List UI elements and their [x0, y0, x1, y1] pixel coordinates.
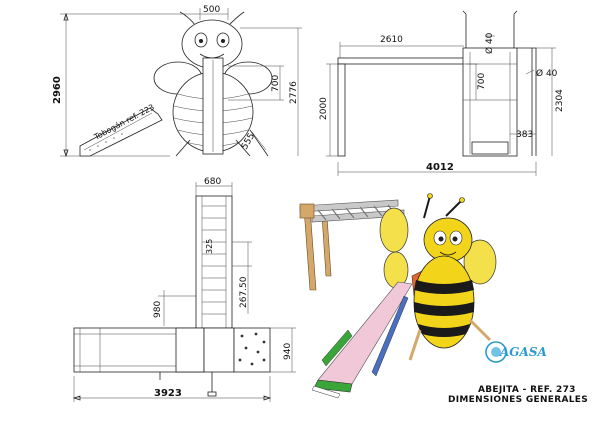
dim-side-total-height: 2304: [555, 89, 565, 112]
dim-top-platform-depth: 940: [283, 343, 293, 360]
side-view: 2610 Ø 40 Ø 40 700 2000 2304 383: [319, 10, 565, 176]
agasa-logo: AGASA: [485, 341, 547, 363]
render-wing-right: [463, 239, 497, 285]
pupil-left: [199, 39, 203, 43]
monkey-bar-top: [337, 57, 471, 65]
dim-front-body-height: 2776: [289, 81, 299, 104]
dim-side-slide-width: 383: [516, 130, 533, 140]
render-3d: AGASA ABEJITA - REF. 273 DIMENSIONES GEN…: [299, 193, 588, 405]
render-slide-blue-rail: [371, 295, 409, 377]
render-post-back: [321, 215, 332, 277]
dim-side-tower-section: 700: [477, 73, 487, 90]
dim-top-base-width: 980: [153, 301, 163, 318]
dim-side-post-height: 2000: [319, 97, 329, 120]
dim-side-pipe-2: Ø 40: [536, 68, 558, 79]
top-ladder: [195, 195, 233, 329]
side-slide-exit: [471, 141, 509, 155]
top-platform: [203, 327, 235, 373]
antenna-right: [227, 11, 245, 27]
side-post-left: [337, 63, 346, 157]
render-slide-bed: [317, 281, 413, 385]
dim-front-ladder-section: 700: [271, 75, 281, 92]
logo-text: AGASA: [499, 345, 547, 359]
dim-top-step-spacing: 267.50: [239, 276, 249, 308]
pupil-right: [221, 39, 225, 43]
dim-side-bar-length: 2610: [380, 35, 403, 45]
caption-subtitle: DIMENSIONES GENERALES: [448, 395, 588, 405]
render-wing-back: [379, 207, 409, 253]
top-view: 680 325 267.50 980: [72, 177, 296, 402]
caption-title: ABEJITA - REF. 273: [478, 385, 576, 395]
dim-top-total-length: 3923: [154, 388, 182, 399]
front-slide: [79, 107, 163, 157]
dim-front-head-width: 500: [203, 5, 220, 15]
dim-top-rung-spacing: 325: [205, 239, 214, 254]
dim-front-total-height: 2960: [52, 76, 63, 104]
side-tower: [462, 47, 518, 157]
dim-side-pipe-1: Ø 40: [484, 32, 495, 54]
render-bar-top: [299, 199, 399, 213]
dim-top-ladder-width: 680: [204, 177, 221, 187]
dim-side-total-length: 4012: [426, 162, 454, 173]
front-view: 2960 500: [52, 5, 302, 158]
